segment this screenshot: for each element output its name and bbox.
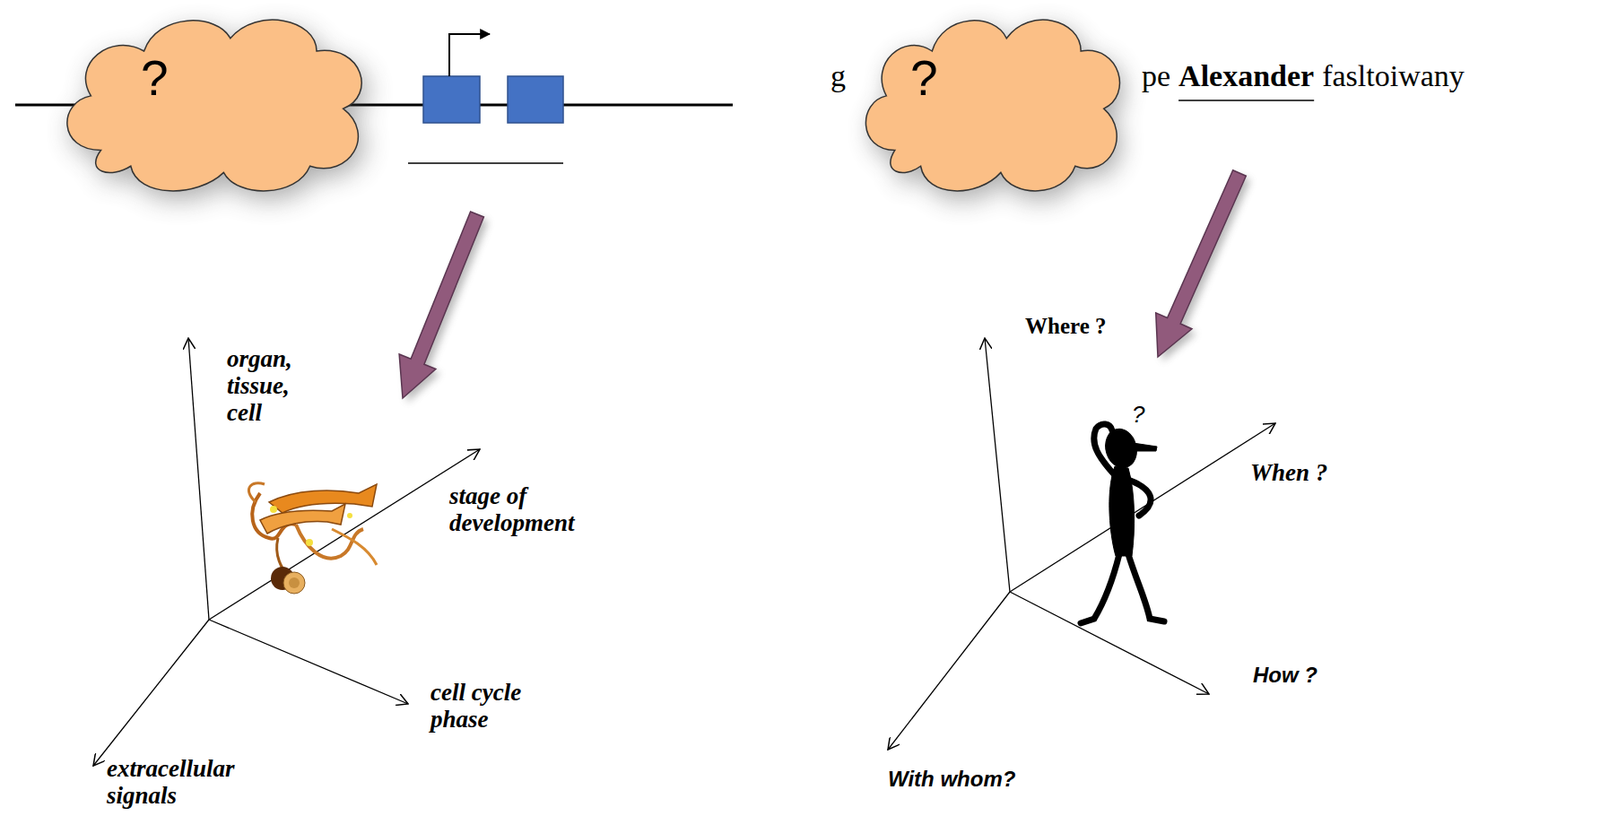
axis-label: When ? (1250, 459, 1328, 487)
sentence-fragment: pe (1141, 59, 1171, 94)
cloud-outline (852, 0, 1139, 205)
protein-illustration (249, 483, 377, 594)
underline (1178, 99, 1314, 102)
name-word: Alexander (1178, 59, 1314, 94)
axis-label: organ, tissue, cell (226, 345, 317, 427)
axes (93, 338, 480, 766)
axis-label: extracellular signals (106, 755, 269, 809)
stick-figure (1080, 424, 1165, 624)
exon-box (507, 76, 564, 123)
cloud-outline (51, 0, 383, 205)
question-mark: ? (140, 53, 169, 104)
thought-mark: ? (1131, 401, 1145, 428)
axis-label: Where ? (1025, 313, 1107, 340)
purple-arrow (399, 170, 1251, 403)
question-mark: ? (910, 53, 939, 104)
exon-box (423, 76, 480, 123)
underline (408, 162, 564, 165)
axes (887, 338, 1276, 750)
axis-label: How ? (1252, 663, 1318, 688)
cloud-shape: ? (51, 0, 383, 205)
tss-arrow (449, 34, 490, 77)
sentence-fragment: g (830, 59, 846, 94)
axis-label: cell cycle phase (430, 678, 552, 733)
axis-label: stage of development (449, 482, 611, 537)
axis-label: With whom? (887, 767, 1016, 792)
sentence-fragment: fasltoiwany (1321, 59, 1465, 94)
cloud-shape: ? (852, 0, 1139, 205)
